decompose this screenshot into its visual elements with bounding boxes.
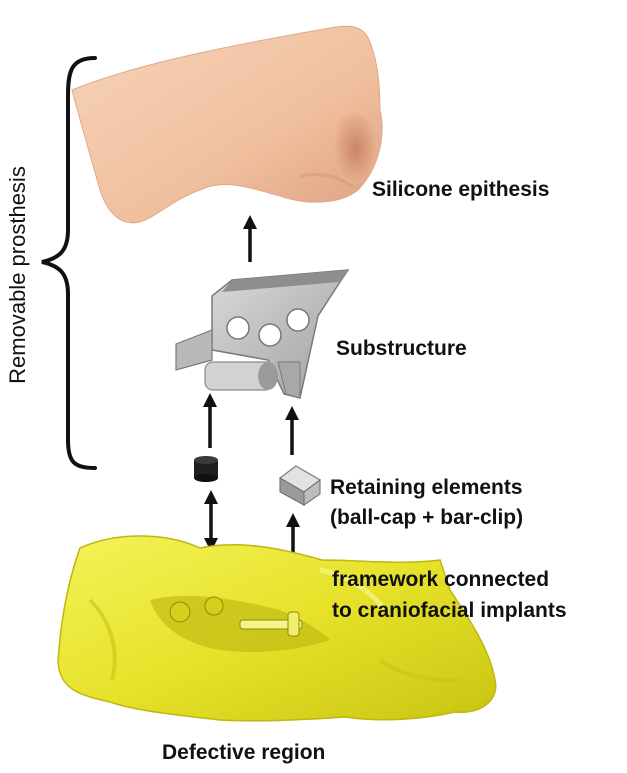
bar-clip-image [280, 466, 320, 505]
silicone-epithesis-label: Silicone epithesis [372, 177, 549, 203]
ball-cap-image [194, 456, 218, 482]
framework-sublabel: to craniofacial implants [332, 598, 567, 624]
retaining-elements-sublabel: (ball-cap + bar-clip) [330, 505, 523, 531]
retaining-elements-label: Retaining elements [330, 475, 523, 501]
framework-label: framework connected [332, 567, 549, 593]
substructure-image [176, 270, 348, 398]
defective-region-label: Defective region [162, 740, 325, 766]
substructure-label: Substructure [336, 336, 467, 362]
silicone-epithesis-nose-image [72, 26, 382, 223]
removable-prosthesis-label: Removable prosthesis [5, 155, 31, 395]
defective-region-framework-image [58, 536, 496, 721]
